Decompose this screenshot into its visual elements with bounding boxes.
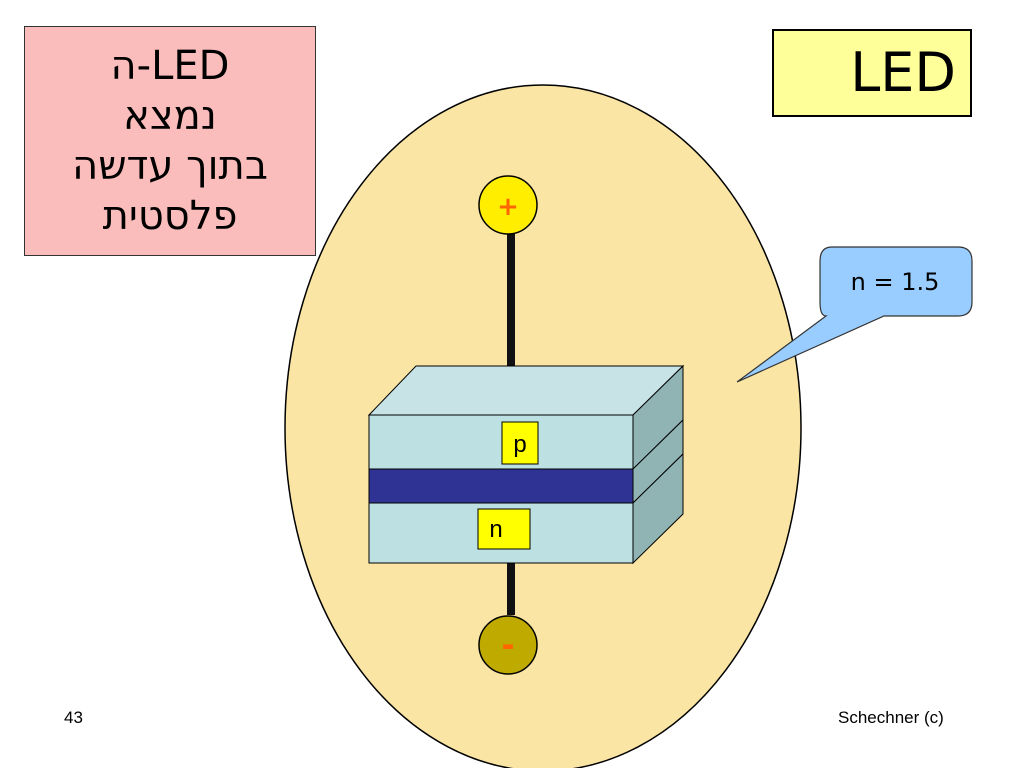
page-number: 43 <box>64 708 83 727</box>
note-line-4: פלסטית <box>102 193 238 239</box>
positive-terminal-label: + <box>497 192 519 222</box>
negative-terminal-label: - <box>501 626 514 664</box>
p-label: p <box>513 431 526 458</box>
note-line-3: בתוך עדשה <box>72 143 268 189</box>
positive-terminal <box>478 175 538 235</box>
negative-terminal <box>478 615 538 675</box>
refractive-index-callout <box>736 246 973 383</box>
lens-note-box: LED-ה נמצא בתוך עדשה פלסטית <box>24 26 316 256</box>
slide-title: LED <box>850 41 956 104</box>
refractive-index-text: n = 1.5 <box>851 268 940 296</box>
slide-title-box: LED <box>772 29 972 117</box>
note-line-1: LED-ה <box>110 43 230 89</box>
note-line-2: נמצא <box>123 93 217 139</box>
p-label-box <box>501 421 539 465</box>
junction-layer-front <box>368 468 634 504</box>
footer-credit: Schechner (c) <box>838 708 944 727</box>
chip-top-face <box>367 365 685 416</box>
n-label: n <box>489 516 502 543</box>
led-chip <box>367 364 685 565</box>
n-label-box <box>477 508 531 550</box>
p-layer-front <box>368 414 634 470</box>
n-layer-side <box>632 452 684 565</box>
